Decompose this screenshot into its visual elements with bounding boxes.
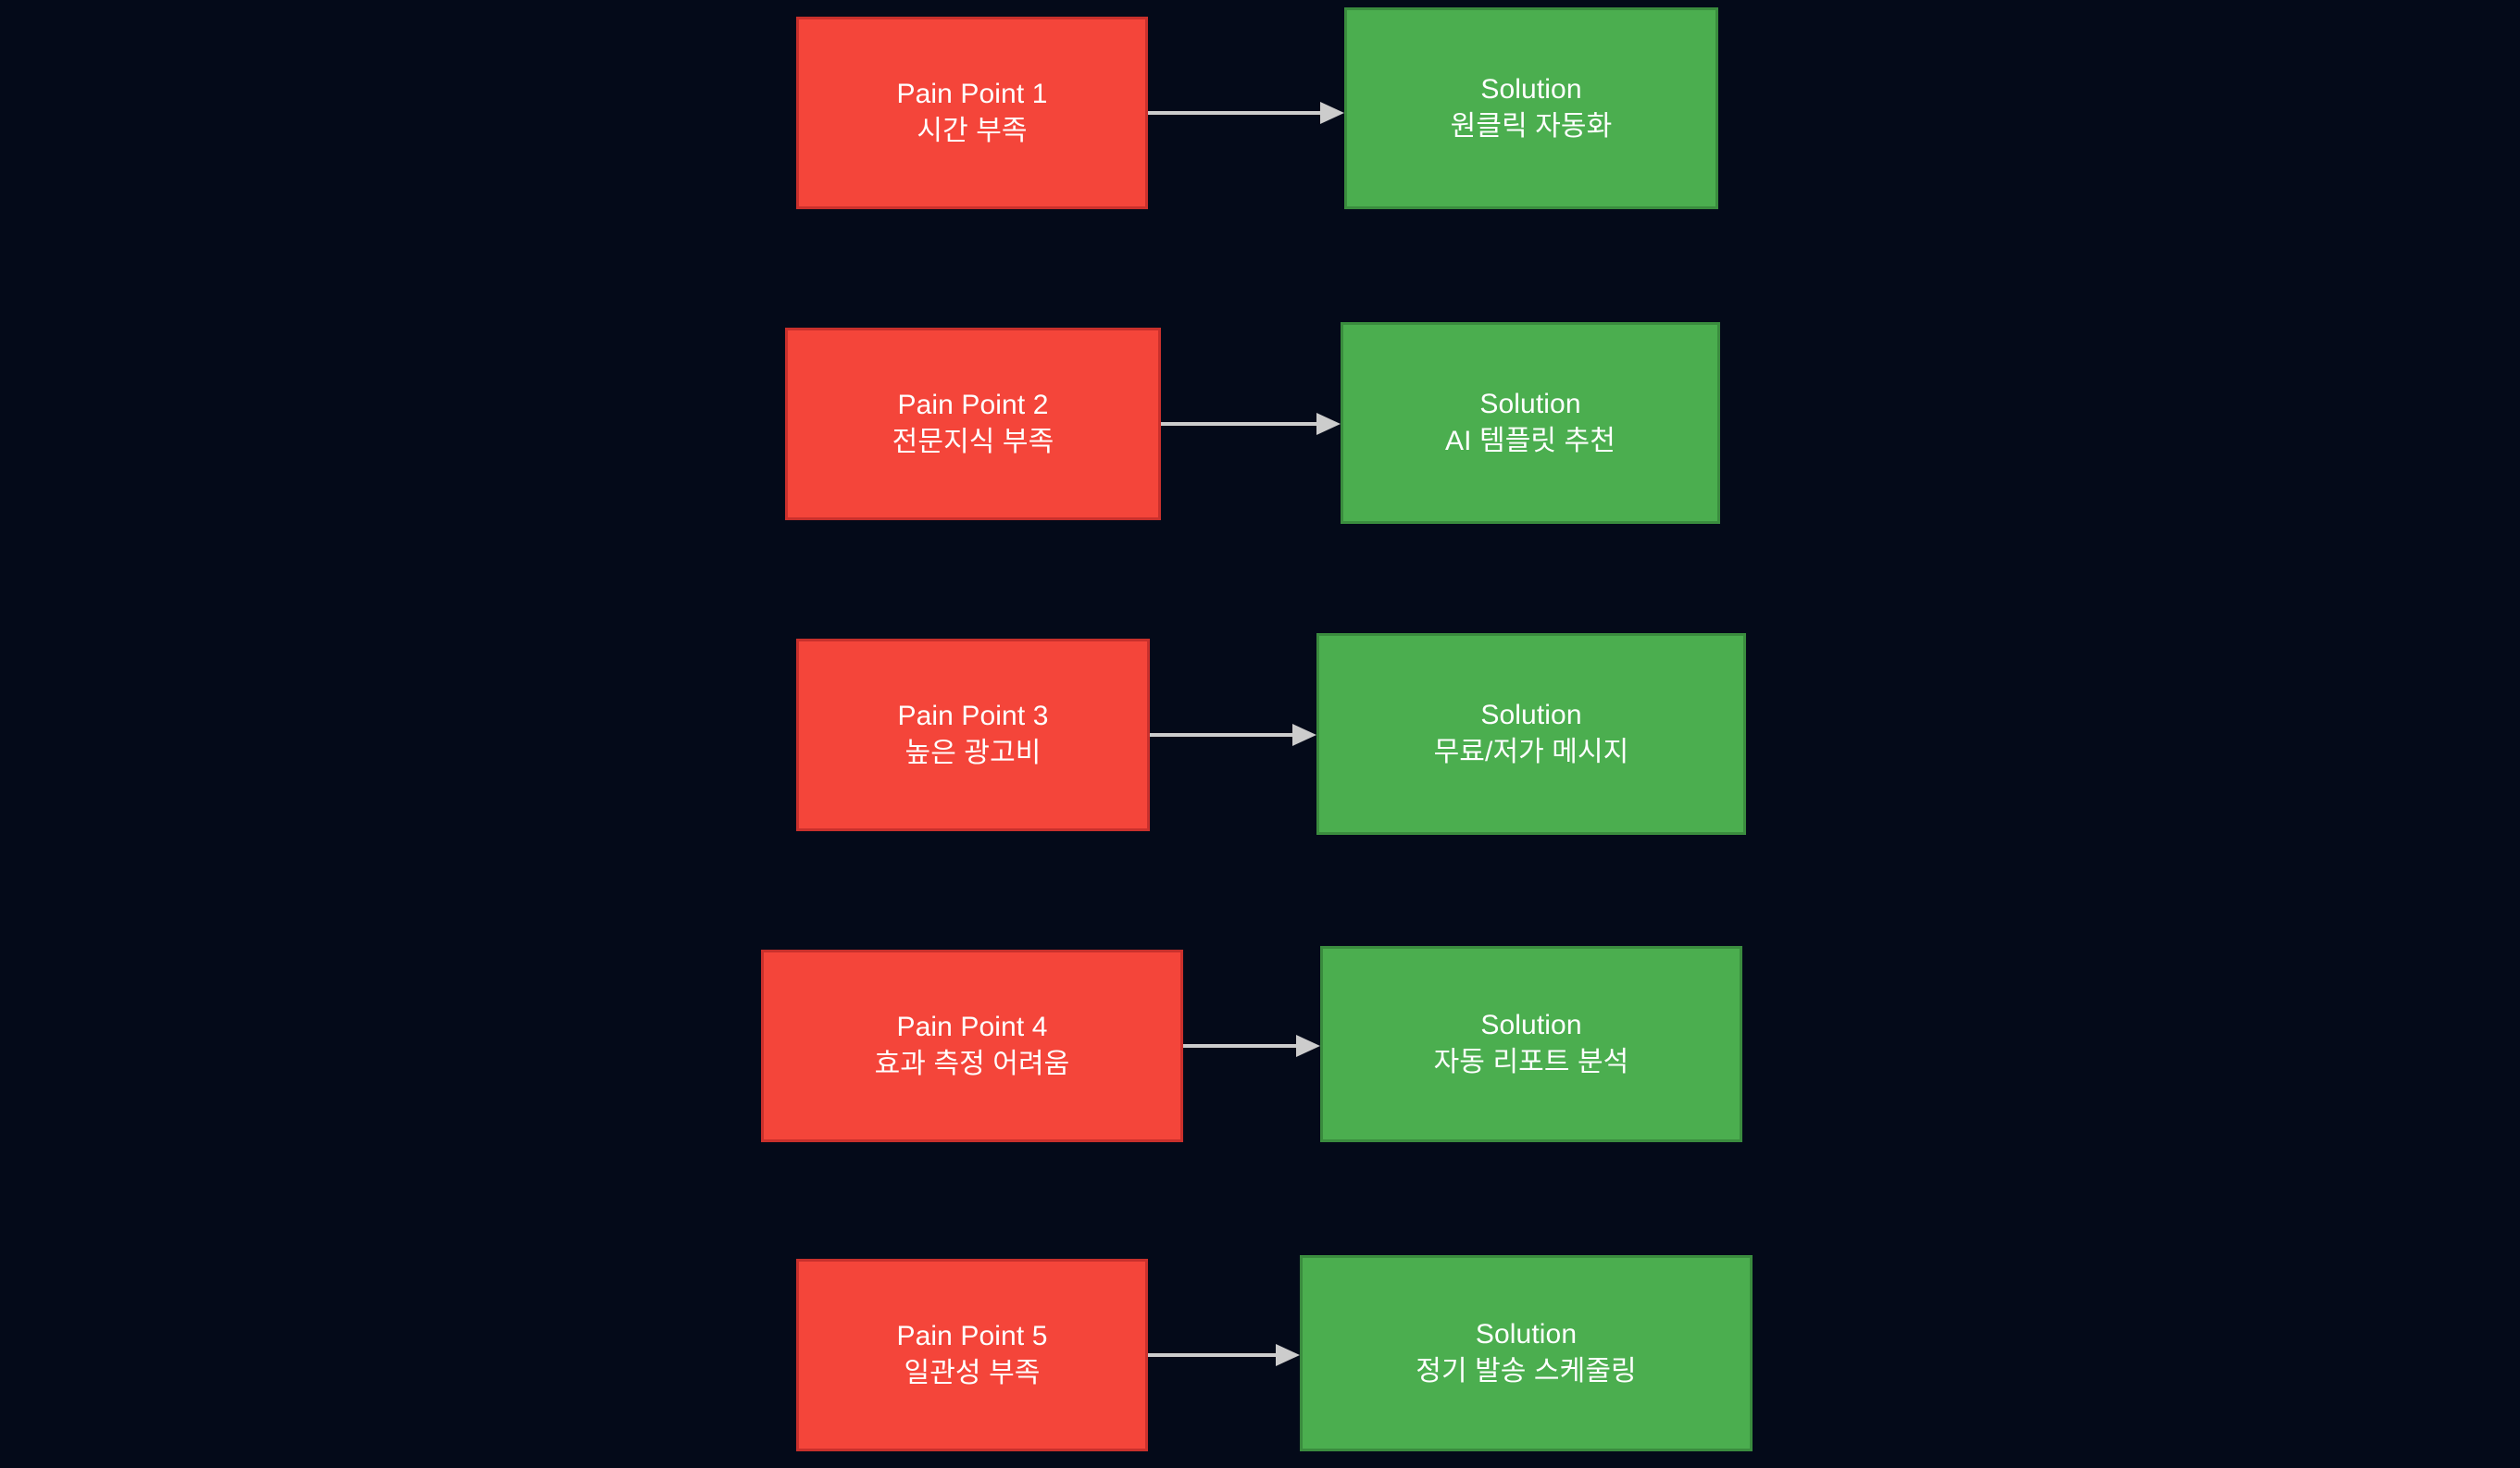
solution-title-3: Solution [1480,700,1582,731]
pain-point-node-4[interactable]: Pain Point 4 효과 측정 어려움 [761,950,1183,1142]
arrow-connector-5 [1148,1337,1300,1374]
solution-title-1: Solution [1480,74,1582,106]
arrow-icon [1161,413,1341,435]
solution-detail-3: 무료/저가 메시지 [1433,737,1629,767]
solution-detail-4: 자동 리포트 분석 [1433,1047,1629,1077]
pain-point-title-4: Pain Point 4 [896,1012,1048,1043]
solution-detail-5: 정기 발송 스케줄링 [1416,1356,1637,1387]
solution-title-2: Solution [1479,389,1581,420]
arrow-icon [1150,724,1316,746]
pain-point-node-3[interactable]: Pain Point 3 높은 광고비 [796,639,1150,831]
pain-point-title-3: Pain Point 3 [897,701,1049,732]
solution-node-3[interactable]: Solution 무료/저가 메시지 [1316,633,1746,835]
pain-point-title-2: Pain Point 2 [897,390,1049,421]
solution-detail-1: 원클릭 자동화 [1450,111,1613,142]
solution-title-5: Solution [1475,1319,1578,1350]
arrow-icon [1148,1344,1300,1366]
pain-point-detail-3: 높은 광고비 [904,738,1042,768]
arrow-connector-2 [1161,405,1341,442]
solution-node-1[interactable]: Solution 원클릭 자동화 [1344,7,1718,209]
arrow-connector-3 [1150,716,1316,753]
solution-node-4[interactable]: Solution 자동 리포트 분석 [1320,946,1742,1142]
pain-point-title-1: Pain Point 1 [896,79,1048,110]
solution-node-2[interactable]: Solution AI 템플릿 추천 [1341,322,1720,524]
arrow-icon [1183,1035,1320,1057]
arrow-connector-4 [1183,1027,1320,1064]
pain-point-node-5[interactable]: Pain Point 5 일관성 부족 [796,1259,1148,1451]
pain-point-detail-2: 전문지식 부족 [892,427,1054,457]
solution-title-4: Solution [1480,1010,1582,1041]
pain-point-detail-1: 시간 부족 [917,116,1028,146]
solution-detail-2: AI 템플릿 추천 [1445,426,1616,456]
pain-point-title-5: Pain Point 5 [896,1321,1048,1352]
pain-point-node-1[interactable]: Pain Point 1 시간 부족 [796,17,1148,209]
arrow-connector-1 [1148,94,1344,131]
arrow-icon [1148,102,1344,124]
pain-point-detail-4: 효과 측정 어려움 [874,1049,1070,1079]
solution-node-5[interactable]: Solution 정기 발송 스케줄링 [1300,1255,1753,1451]
pain-point-node-2[interactable]: Pain Point 2 전문지식 부족 [785,328,1161,520]
pain-point-detail-5: 일관성 부족 [904,1358,1041,1388]
